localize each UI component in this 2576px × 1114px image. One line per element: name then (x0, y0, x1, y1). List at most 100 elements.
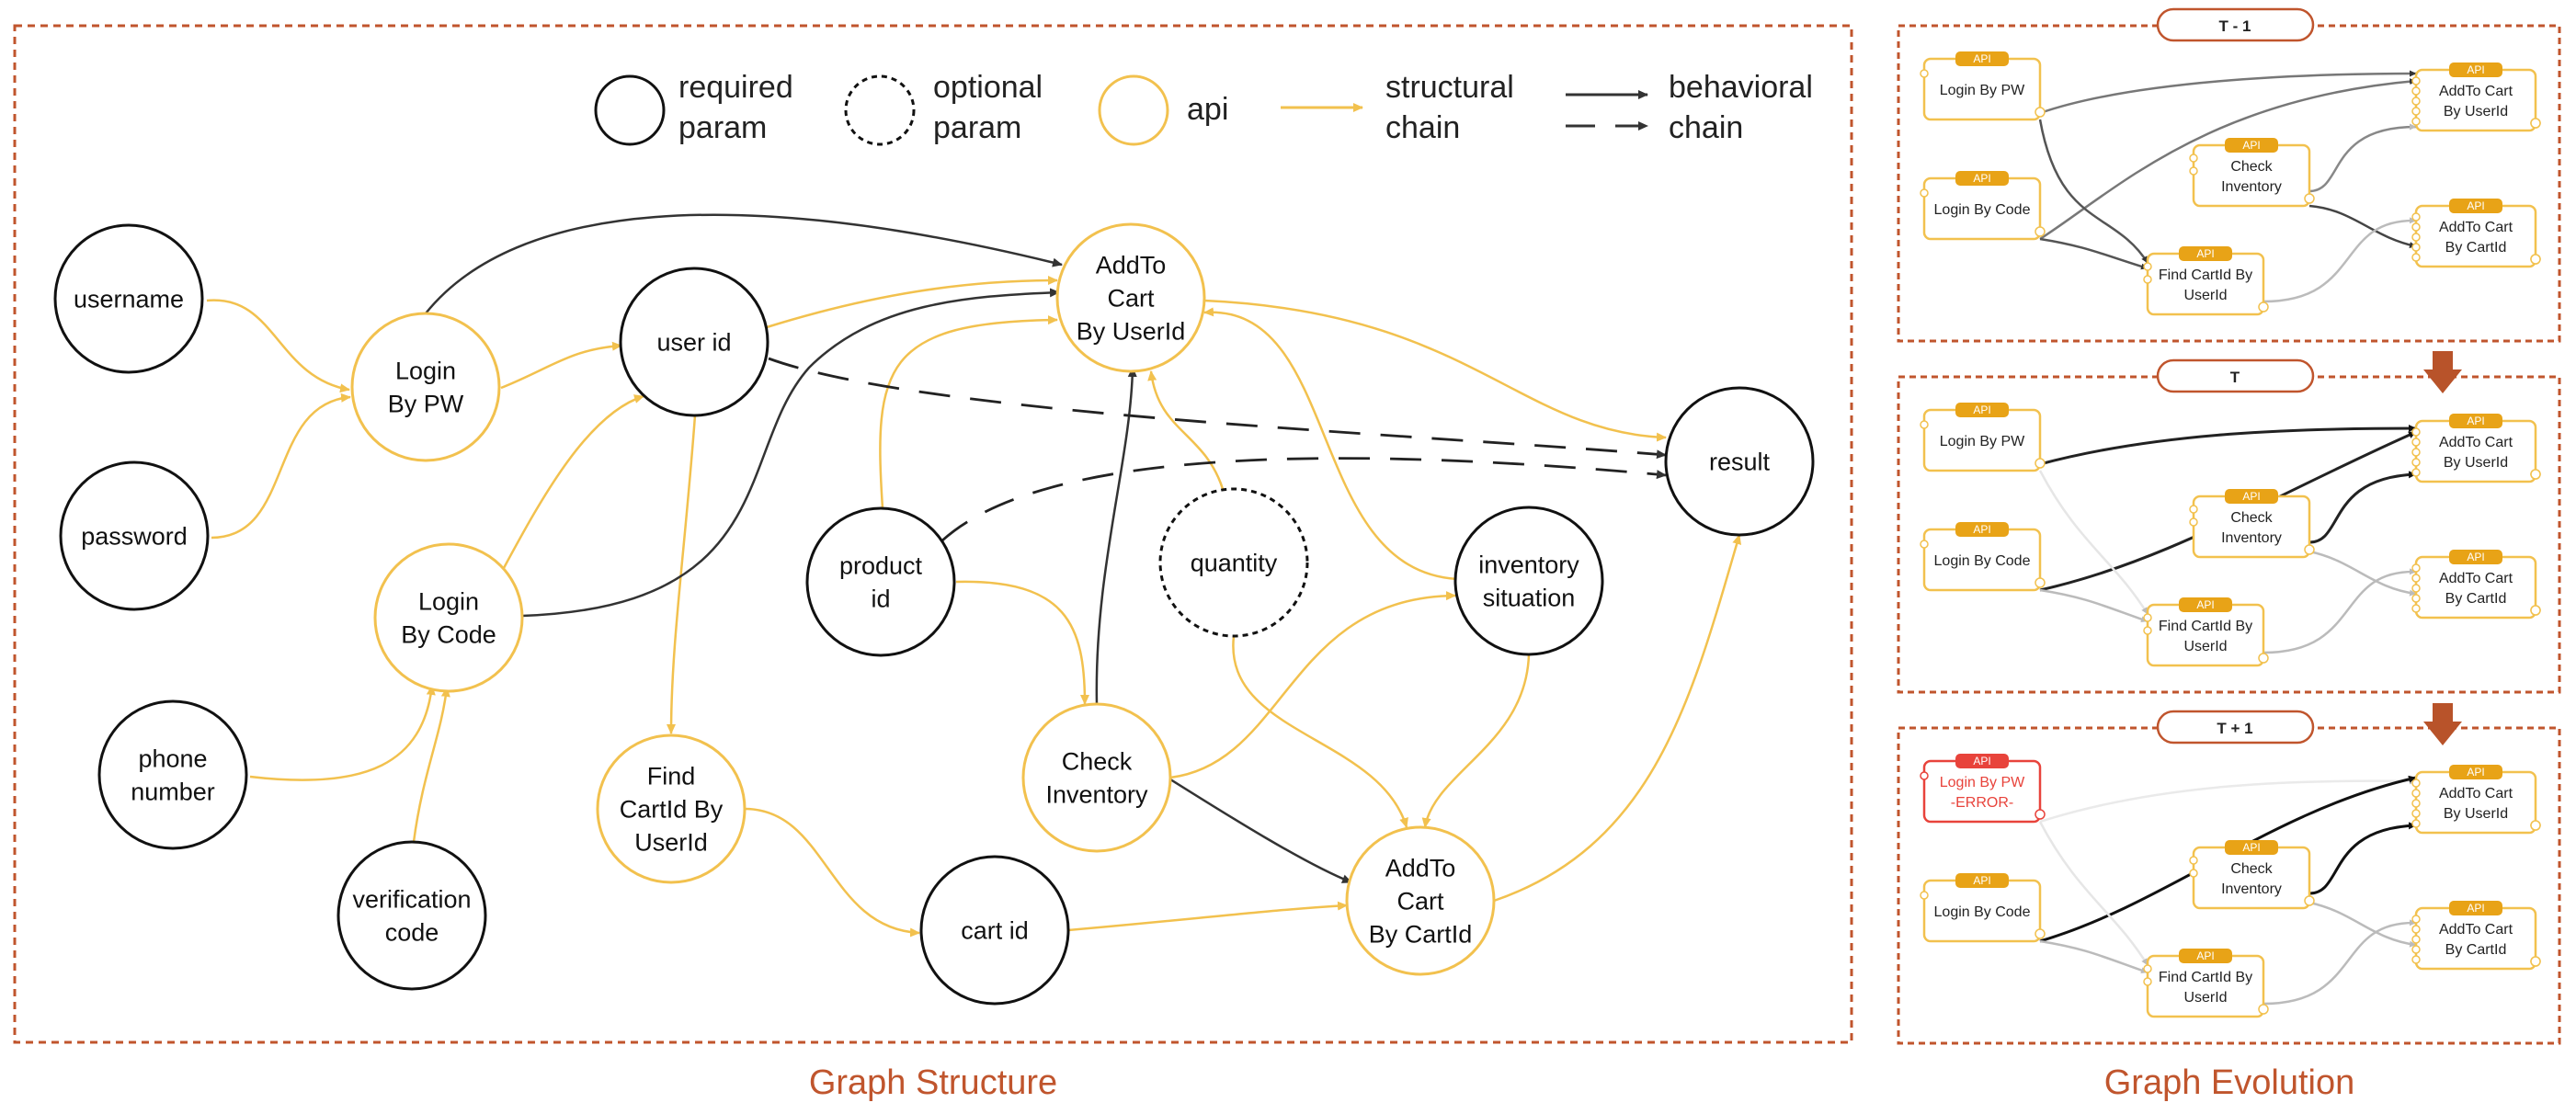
panel-edge (2308, 204, 2417, 248)
input-port (1920, 69, 1929, 78)
result-circle (1664, 386, 1815, 537)
input-port (2189, 517, 2198, 527)
panel-edge (2038, 119, 2149, 264)
edge-phone-login-code (249, 685, 436, 781)
api-tag-label: API (2242, 139, 2260, 152)
panel-edge (2039, 70, 2417, 115)
node-result: result (1664, 386, 1815, 537)
api-box-label: AddTo Cart (2439, 786, 2513, 801)
api-box-label: By UserId (2444, 806, 2508, 822)
api-box-label: Check (2230, 510, 2273, 526)
user-id-label: user id (656, 328, 731, 356)
api-box-label: Find CartId By (2159, 970, 2252, 985)
api-box-label: Find CartId By (2159, 619, 2252, 634)
edge-login-code-user-id (502, 394, 644, 569)
input-port (2411, 594, 2421, 603)
api-tag-label: API (2467, 415, 2484, 427)
panel-label-pill (2156, 358, 2315, 393)
find-cart-label: Find (647, 762, 696, 790)
panel-label: T (2230, 369, 2240, 386)
panel-edge (2039, 425, 2417, 466)
input-port (2411, 925, 2421, 934)
panel-frame (1897, 375, 2561, 694)
api-tag (2449, 414, 2502, 428)
edge-inv-sit-add-cart (1421, 654, 1531, 828)
phone-label: phone (138, 745, 207, 772)
cart-id-label: cart id (961, 916, 1029, 944)
panel-label-pill (2156, 710, 2315, 745)
node-password: password (59, 460, 210, 611)
legend-required-line2: param (678, 110, 767, 145)
legend-behavioral-line2: chain (1669, 110, 1743, 145)
input-port (2411, 584, 2421, 593)
api-box-label: Check (2230, 159, 2273, 175)
input-port (2411, 76, 2421, 85)
inv-sit-circle (1453, 506, 1604, 656)
edge-check-inv-add-cart (1167, 776, 1352, 884)
legend-structural-line2: chain (1385, 110, 1460, 145)
input-port (2411, 107, 2421, 116)
input-port (2411, 222, 2421, 232)
api-box-frame (2414, 204, 2537, 268)
output-port (2304, 193, 2315, 204)
panel-edge (2263, 919, 2417, 1006)
panel-frame (1897, 24, 2561, 343)
password-circle (59, 460, 210, 611)
api-tag-label: API (1973, 172, 1990, 185)
input-port (2411, 935, 2421, 944)
find-cart-circle (596, 733, 747, 884)
api-box-label: AddTo Cart (2439, 435, 2513, 450)
product-id-circle (805, 506, 956, 657)
add-user-label: By UserId (1077, 317, 1186, 345)
panel-label-pill (2156, 7, 2315, 42)
api-box-label: Inventory (2221, 179, 2282, 195)
api-tag-label: API (2467, 766, 2484, 779)
api-box-frame (2192, 494, 2311, 559)
quantity-circle (1158, 487, 1309, 638)
edge-username-login-pw (206, 299, 350, 393)
input-port (1920, 420, 1929, 429)
api-tag (1955, 522, 2009, 537)
output-port (2530, 605, 2541, 616)
edges-layer (206, 213, 1741, 938)
legend-api-label: api (1187, 92, 1228, 127)
api-box-frame (2146, 954, 2265, 1018)
api-tag (1955, 754, 2009, 768)
api-box-label: By UserId (2444, 455, 2508, 471)
output-port (2258, 1004, 2269, 1015)
api-tag-label: API (2467, 551, 2484, 563)
api-tag (2225, 489, 2278, 504)
edge-user-id-find-cart (667, 415, 697, 734)
output-port (2258, 301, 2269, 313)
api-tag-label: API (2242, 841, 2260, 854)
input-port (2411, 458, 2421, 467)
api-box-label: Login By Code (1934, 202, 2031, 218)
api-box-frame (2414, 419, 2537, 483)
input-port (1920, 540, 1929, 549)
input-port (2411, 915, 2421, 924)
panel-edge (2039, 78, 2417, 241)
edge-user-id-result-dashed (768, 357, 1667, 460)
edge-product-id-check-inv (955, 580, 1089, 705)
node-user-id: user id (619, 267, 769, 417)
api-box-frame (2414, 68, 2537, 132)
legend-optional-symbol (844, 74, 916, 146)
password-label: password (81, 522, 188, 550)
api-tag-label: API (2467, 63, 2484, 76)
legend: required param optional param api struct… (594, 70, 1813, 146)
username-label: username (74, 285, 184, 313)
panel-edge (2308, 822, 2417, 895)
